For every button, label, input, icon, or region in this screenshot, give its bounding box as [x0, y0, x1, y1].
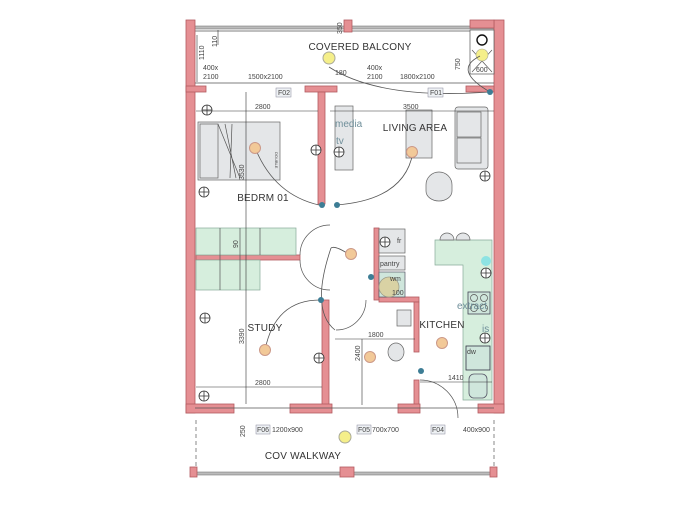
outlet-icon: [199, 312, 211, 324]
room-label-study: STUDY: [248, 323, 283, 334]
dimension-lines: [196, 30, 494, 405]
light-icon: [322, 51, 336, 65]
media-label: media: [335, 119, 363, 130]
light-icon: [338, 430, 352, 444]
dim-bedroom-depth: 3530: [239, 164, 246, 180]
door-mid-size-1: 400x: [367, 65, 383, 72]
dim-bath-width: 1800: [368, 332, 384, 339]
dishwasher: [465, 345, 491, 371]
exhaust-icon: [481, 256, 491, 266]
f04-tag: F04: [432, 427, 444, 434]
room-label-kitchen: KITCHEN: [419, 320, 464, 331]
tv-label: tv: [336, 136, 344, 147]
outlet-icon: [333, 146, 345, 158]
f06-size: 1200x900: [272, 427, 303, 434]
f04-size: 400x900: [463, 427, 490, 434]
bed-label: DOUBLE: [274, 152, 279, 169]
wm-light: [378, 276, 400, 298]
f02-size: 1500x2100: [248, 74, 283, 81]
switch-icon: [318, 297, 324, 303]
switches: [318, 89, 493, 374]
fridge-label: fr: [397, 238, 402, 245]
f05-tag: F05: [358, 427, 370, 434]
pantry-label: pantry: [380, 261, 400, 268]
outlet-icon: [479, 332, 491, 344]
switch-icon: [418, 368, 424, 374]
dishwasher-label: dw: [467, 349, 477, 356]
toilet: [387, 342, 405, 362]
light-icon: [259, 344, 271, 356]
light-icon: [364, 351, 376, 363]
island-sink-label: is: [482, 324, 489, 335]
armchair: [425, 171, 453, 202]
cooktop: [467, 291, 491, 315]
outlet-icon: [480, 267, 492, 279]
ceiling-lights: [249, 51, 491, 444]
dim-living-width: 3500: [403, 104, 419, 111]
light-icon: [406, 146, 418, 158]
outlet-icon: [201, 104, 213, 116]
wm-dim-label: 100: [392, 290, 404, 297]
dim-study-depth: 3390: [239, 328, 246, 344]
wiring: [255, 55, 491, 351]
f01-tag: F01: [430, 90, 442, 97]
door-left-size-1: 400x: [203, 65, 219, 72]
hot-water-unit: [469, 29, 495, 75]
sink: [468, 373, 488, 399]
walls: [185, 19, 505, 414]
light-icon: [436, 337, 448, 349]
room-label-bedroom: BEDRM 01: [237, 193, 289, 204]
outlet-icon: [479, 170, 491, 182]
room-label-walkway: COV WALKWAY: [265, 451, 341, 462]
room-label-living: LIVING AREA: [383, 123, 448, 134]
dim-post: 350: [337, 22, 344, 34]
sofa: [454, 106, 489, 170]
pantry: [378, 255, 406, 271]
dim-walkway-250: 250: [240, 425, 247, 437]
dim-study-width: 2800: [255, 380, 271, 387]
door-mid-size-2: 2100: [367, 74, 383, 81]
f02-tag: F02: [278, 90, 290, 97]
dim-bath-depth: 2400: [355, 345, 362, 361]
dim-bedroom-width: 2800: [255, 104, 271, 111]
outlet-icon: [313, 352, 325, 364]
dim-180: 180: [335, 70, 347, 77]
dim-rail: 110: [212, 36, 219, 47]
dim-750: 750: [455, 58, 462, 70]
dim-600: 600: [476, 67, 488, 74]
door-left-size-2: 2100: [203, 74, 219, 81]
f05-size: 700x700: [372, 427, 399, 434]
room-label-balcony: COVERED BALCONY: [308, 42, 411, 53]
outlet-icon: [198, 186, 210, 198]
outlet-icon: [379, 236, 391, 248]
light-icon: [249, 142, 261, 154]
outlet-icon: [198, 390, 210, 402]
dim-balcony-depth: 1110: [199, 45, 206, 60]
f01-size: 1800x2100: [400, 74, 435, 81]
dim-kitchen-1410: 1410: [448, 375, 464, 382]
power-outlets: [198, 104, 492, 402]
light-icon: [345, 248, 357, 260]
basin: [396, 309, 412, 327]
wm-label: wm: [389, 276, 401, 283]
walkway-rail: [189, 420, 498, 478]
switch-icon: [368, 274, 374, 280]
switch-icon: [487, 89, 493, 95]
f06-tag: F06: [257, 427, 269, 434]
dim-partition: 90: [233, 240, 240, 248]
switch-icon: [319, 202, 325, 208]
door-swings: [299, 224, 459, 419]
switch-icon: [334, 202, 340, 208]
extract-label: extract: [457, 301, 487, 312]
bar-stools: [439, 232, 471, 241]
outlet-icon: [310, 144, 322, 156]
double-bed: DOUBLE: [197, 121, 281, 181]
balcony-rail: [189, 19, 501, 33]
